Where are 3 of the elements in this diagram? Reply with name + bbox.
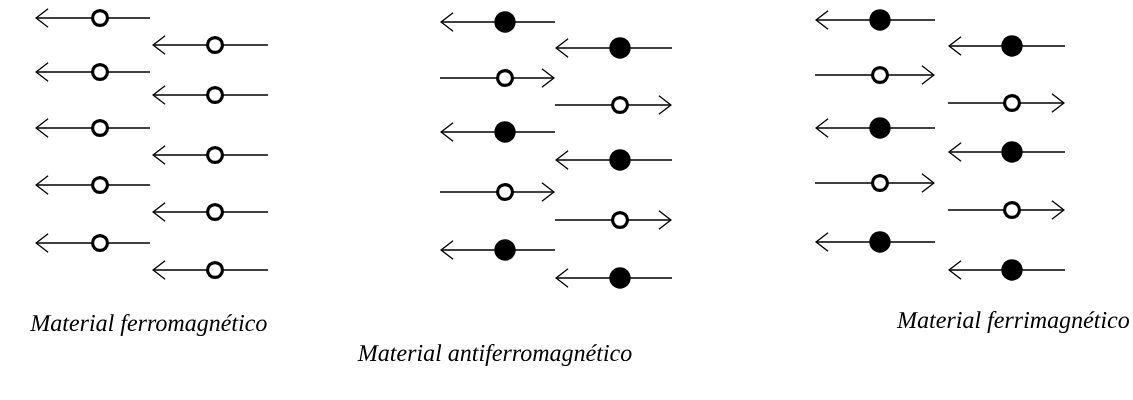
caption: Material ferromagnético xyxy=(30,314,267,336)
caption: Material antiferromagnético xyxy=(357,344,632,366)
caption: Material ferrimagnético xyxy=(896,311,1130,333)
